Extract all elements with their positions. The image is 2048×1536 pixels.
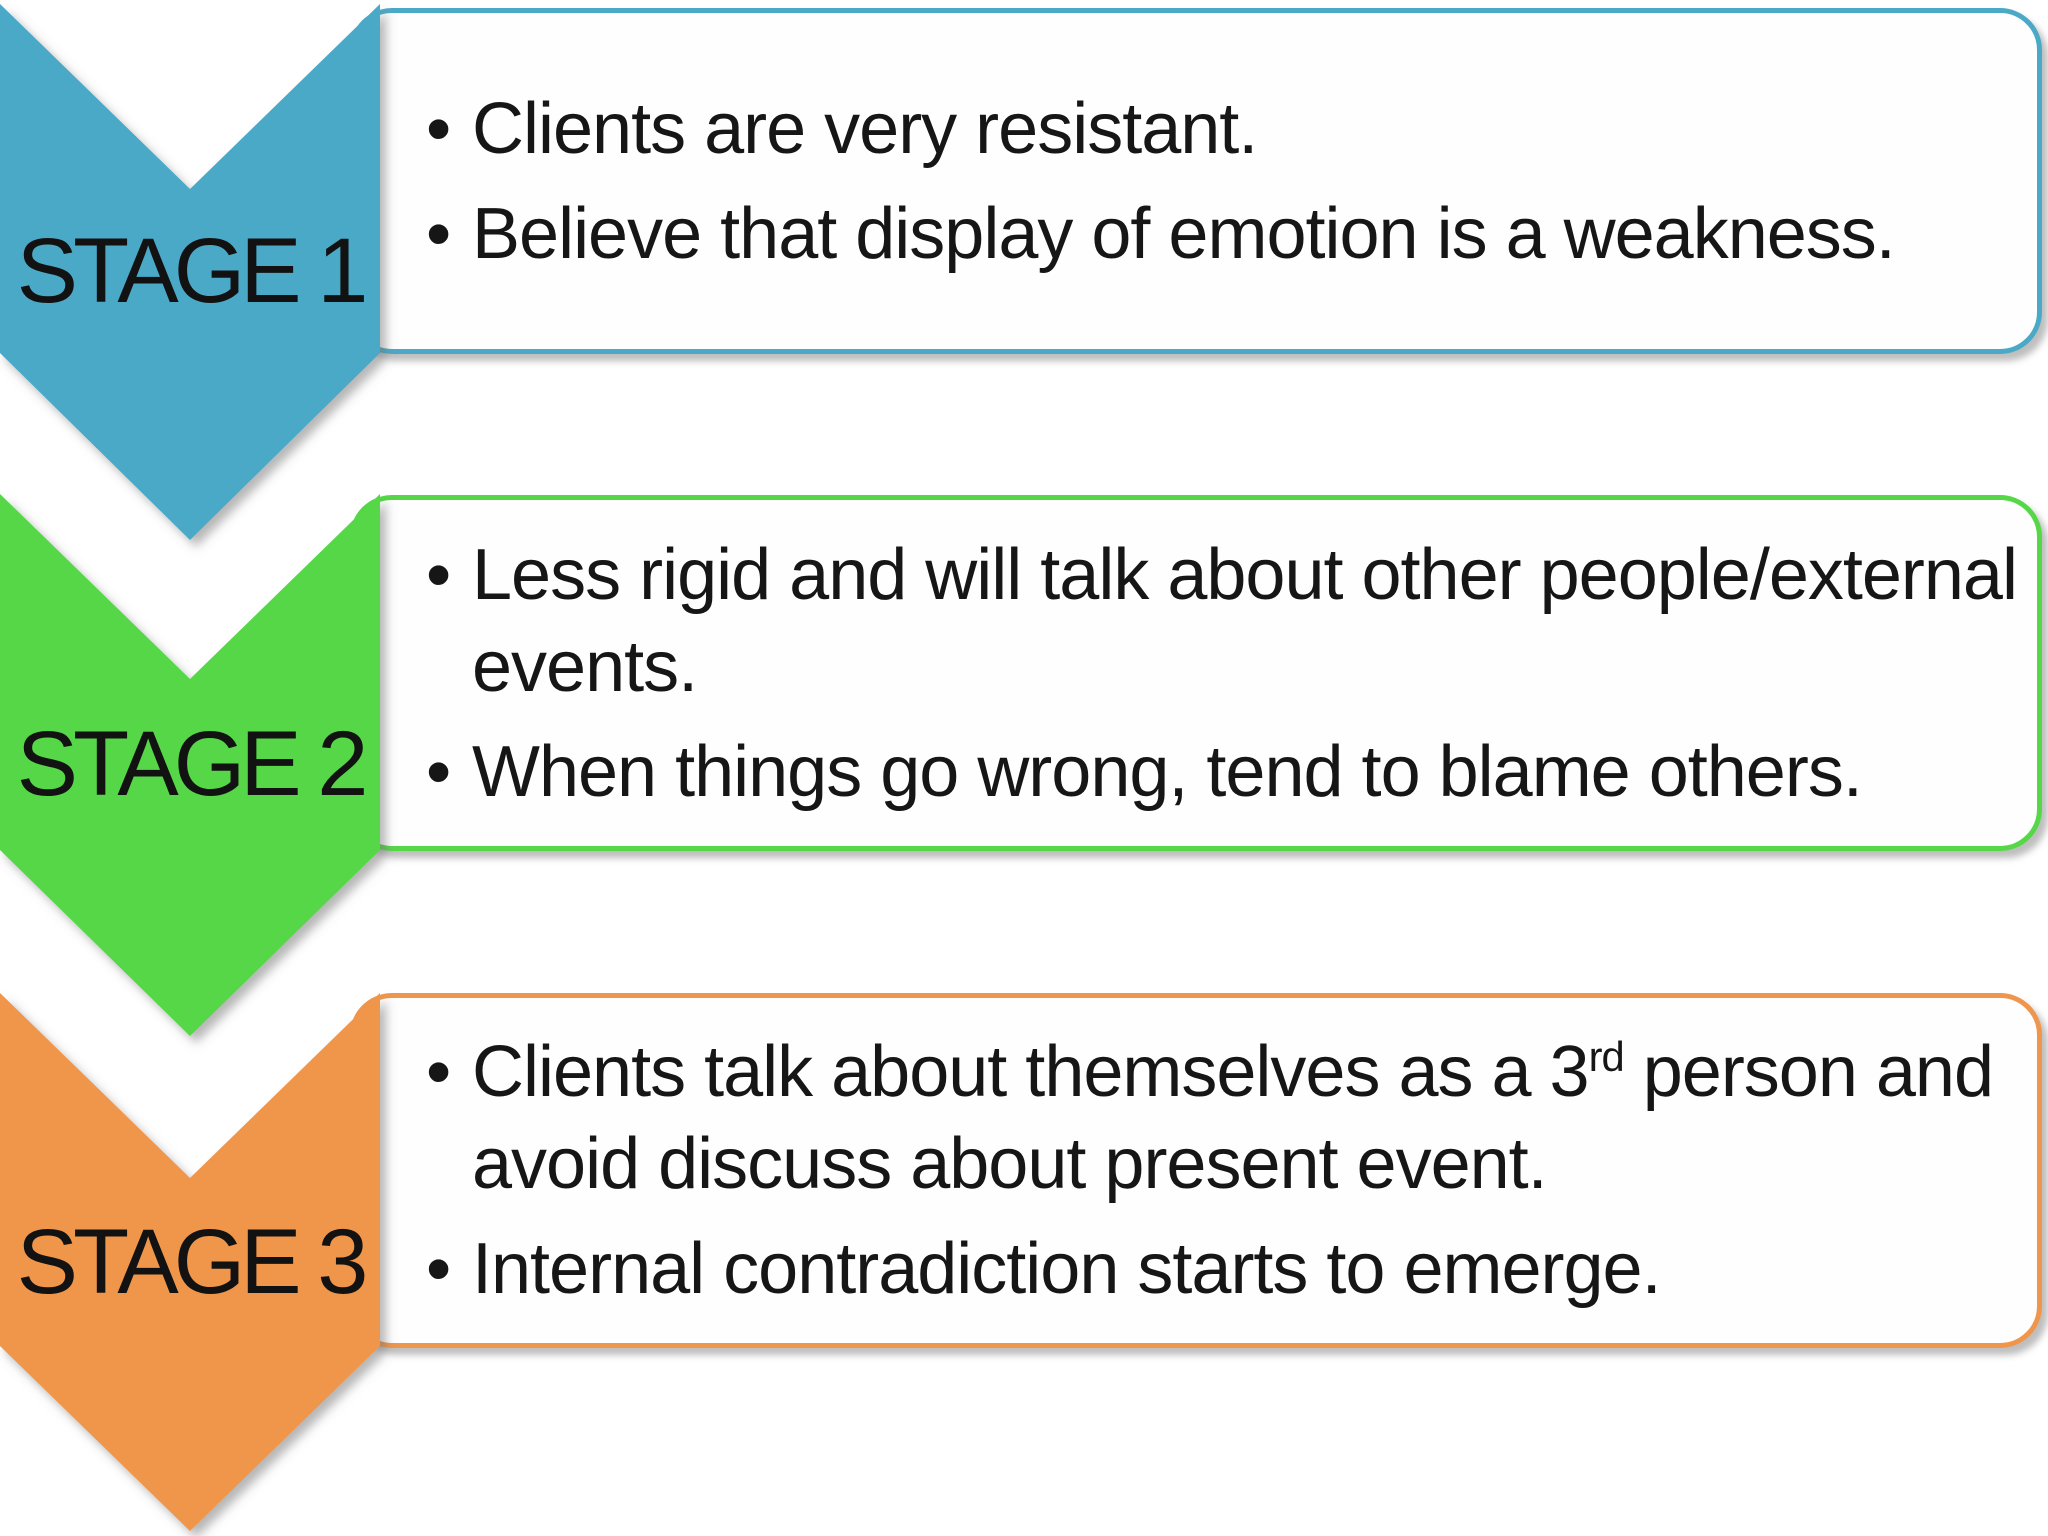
bullet-item: • Less rigid and will talk about other pe… (426, 529, 2019, 713)
stage-3-box: • Clients talk about themselves as a 3rd … (350, 993, 2042, 1348)
stage-1-label: STAGE 1 (16, 220, 369, 322)
stage-1-bullet-list: • Clients are very resistant. • Believe tha… (355, 13, 2037, 349)
superscript: rd (1588, 1033, 1625, 1080)
bullet-dot: • (426, 88, 451, 169)
bullet-text: Clients are very resistant. (472, 88, 1258, 169)
bullet-item: • Internal contradiction starts to emerge… (426, 1223, 2019, 1315)
stage-2-bullet-list: • Less rigid and will talk about other pe… (355, 500, 2037, 846)
bullet-text: Internal contradiction starts to emerge. (472, 1229, 1662, 1309)
bullet-item: • Clients are very resistant. (426, 83, 2019, 175)
stage-1-box: • Clients are very resistant. • Believe tha… (350, 8, 2042, 354)
bullet-dot: • (426, 1229, 451, 1309)
bullet-item: • When things go wrong, tend to blame oth… (426, 726, 2019, 818)
bullet-text: Believe that display of emotion is a wea… (472, 193, 1896, 274)
stage-2-box: • Less rigid and will talk about other pe… (350, 495, 2042, 851)
bullet-item: • Clients talk about themselves as a 3rd … (426, 1026, 2019, 1210)
stage-3-label: STAGE 3 (16, 1211, 369, 1313)
bullet-dot: • (426, 193, 451, 274)
bullet-dot: • (426, 1032, 451, 1112)
stage-2-label: STAGE 2 (16, 713, 369, 815)
bullet-text: When things go wrong, tend to blame othe… (472, 731, 1863, 812)
stage-3-bullet-list: • Clients talk about themselves as a 3rd … (355, 998, 2037, 1343)
bullet-dot: • (426, 534, 451, 615)
bullet-text: Less rigid and will talk about other peo… (472, 534, 2018, 707)
bullet-item: • Believe that display of emotion is a we… (426, 188, 2019, 280)
bullet-text: Clients talk about themselves as a 3rd p… (472, 1032, 1994, 1204)
bullet-dot: • (426, 731, 451, 812)
